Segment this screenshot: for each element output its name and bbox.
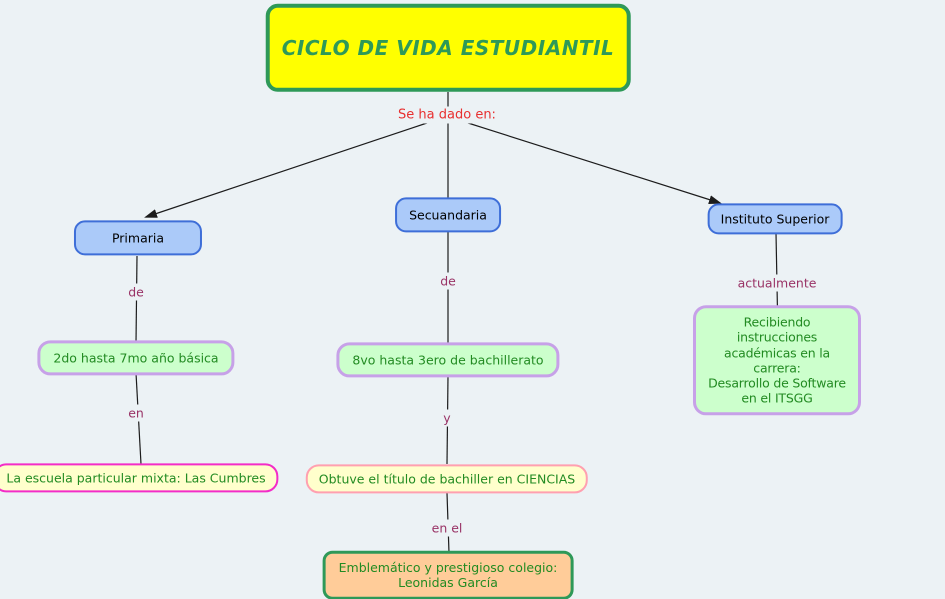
edge-root-to-instituto [467, 122, 722, 204]
node-bachiller-title[interactable]: Obtuve el título de bachiller en CIENCIA… [305, 464, 589, 494]
edge-root-to-primaria [144, 122, 428, 218]
link-label-en[interactable]: en [125, 404, 147, 422]
link-label-actualmente[interactable]: actualmente [734, 274, 820, 292]
link-label-de-secundaria[interactable]: de [437, 272, 459, 290]
link-label-en-el[interactable]: en el [428, 519, 466, 537]
node-instituto-detail[interactable]: Recibiendo instrucciones académicas en l… [693, 305, 861, 415]
link-label-y[interactable]: y [440, 409, 454, 427]
node-primaria-grades[interactable]: 2do hasta 7mo año básica [37, 340, 235, 376]
link-label-se-ha-dado-en[interactable]: Se ha dado en: [395, 106, 499, 124]
node-secundaria[interactable]: Secuandaria [395, 197, 501, 233]
node-secundaria-grades[interactable]: 8vo hasta 3ero de bachillerato [336, 342, 560, 378]
node-colegio[interactable]: Emblemático y prestigioso colegio: Leoni… [322, 550, 574, 599]
link-label-de-primaria[interactable]: de [125, 283, 147, 301]
node-primaria[interactable]: Primaria [73, 220, 203, 256]
title-node[interactable]: CICLO DE VIDA ESTUDIANTIL [265, 3, 631, 93]
node-primaria-school[interactable]: La escuela particular mixta: Las Cumbres [0, 463, 279, 493]
node-instituto-superior[interactable]: Instituto Superior [707, 203, 843, 235]
